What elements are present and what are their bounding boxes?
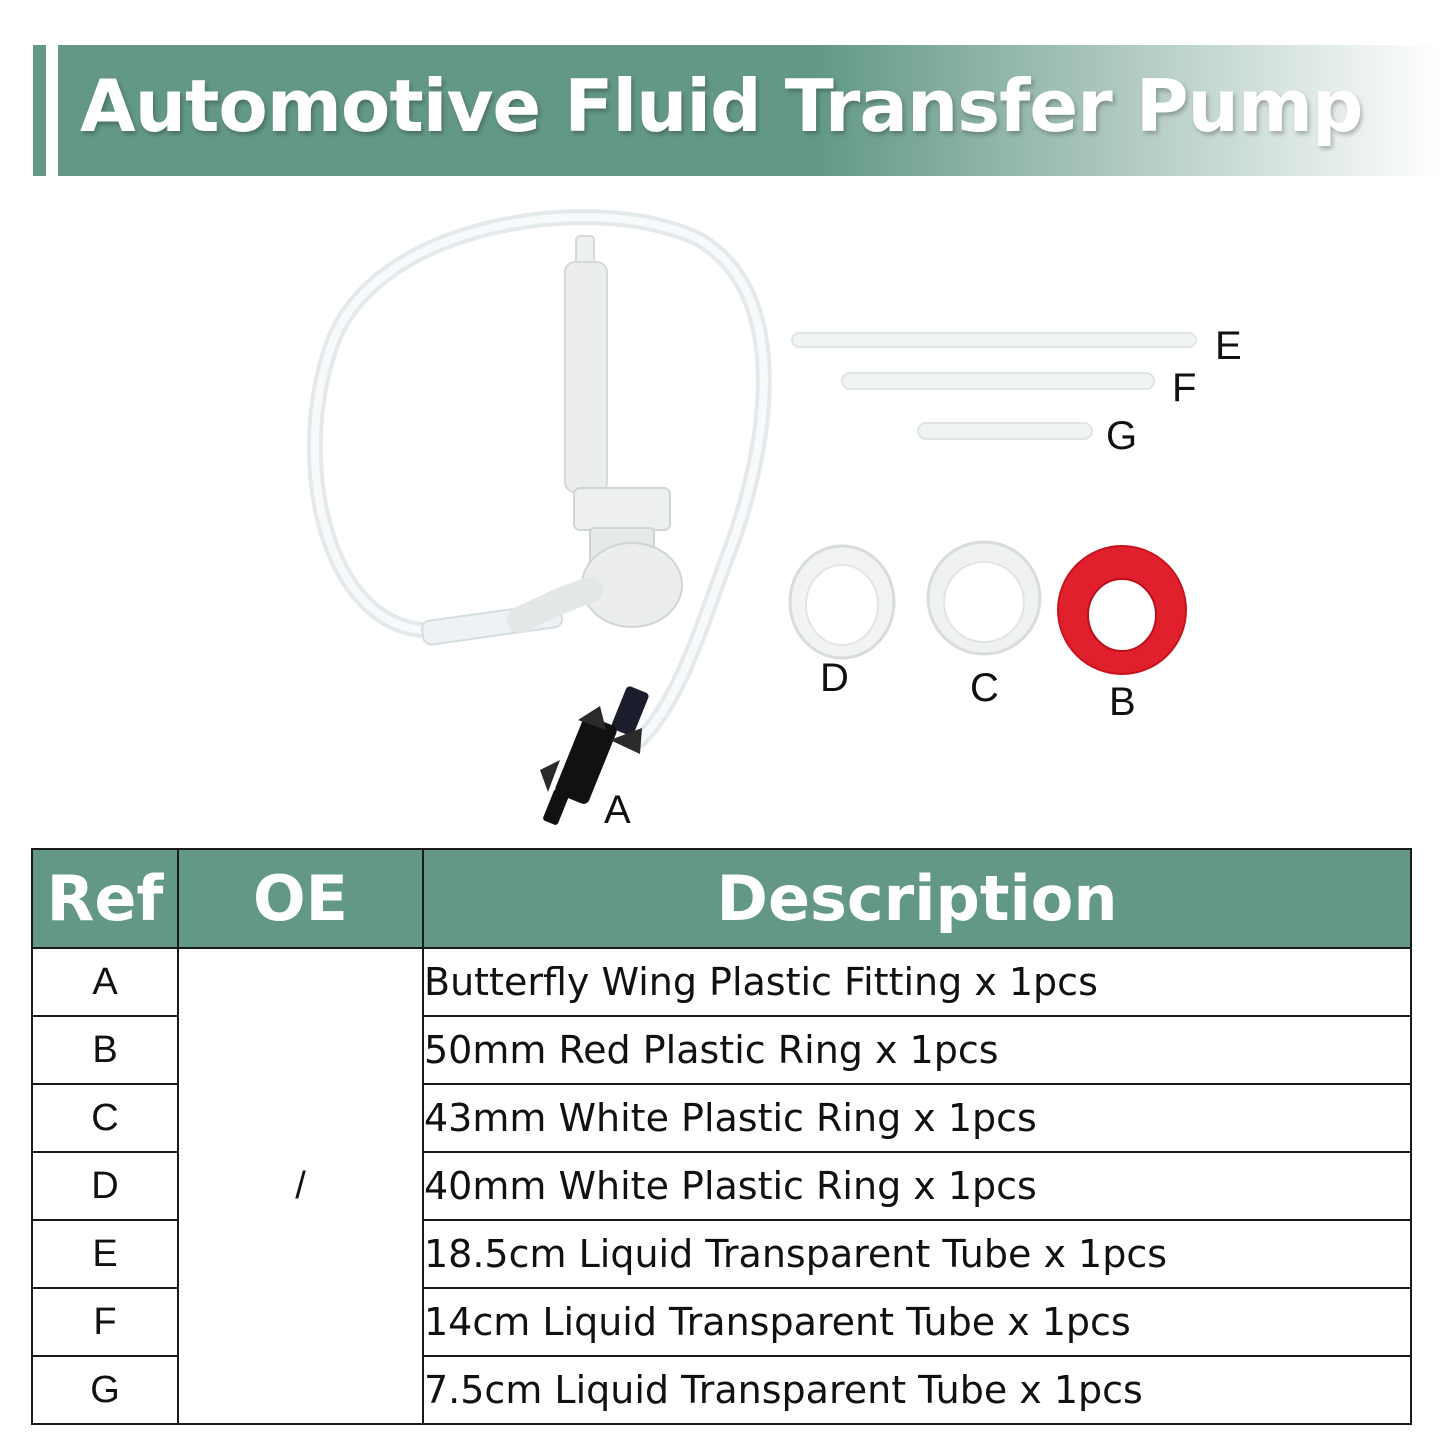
header-description: Description — [422, 848, 1412, 949]
label-b: B — [1109, 680, 1136, 724]
description-cell: 14cm Liquid Transparent Tube x 1pcs — [422, 1287, 1412, 1357]
pump-collar — [573, 487, 671, 531]
tube-f — [841, 372, 1155, 390]
product-illustration: A B C D E F G — [0, 190, 1440, 840]
ref-cell: A — [31, 947, 179, 1017]
header-ref: Ref — [31, 848, 179, 949]
table-row: E 18.5cm Liquid Transparent Tube x 1pcs — [31, 1219, 1412, 1289]
table-row: B 50mm Red Plastic Ring x 1pcs — [31, 1015, 1412, 1085]
description-cell: 40mm White Plastic Ring x 1pcs — [422, 1151, 1412, 1221]
parts-table: Ref OE Description A / Butterfly Wing Pl… — [31, 848, 1412, 1425]
ref-cell: F — [31, 1287, 179, 1357]
ref-cell: E — [31, 1219, 179, 1289]
label-e: E — [1215, 324, 1242, 368]
title-banner — [58, 45, 1440, 176]
loop-tube — [306, 209, 772, 748]
table-header-row: Ref OE Description — [31, 848, 1412, 949]
butterfly-fitting — [555, 716, 617, 804]
label-c: C — [970, 666, 999, 710]
ref-cell: C — [31, 1083, 179, 1153]
description-cell: 18.5cm Liquid Transparent Tube x 1pcs — [422, 1219, 1412, 1289]
header-oe: OE — [177, 848, 424, 949]
label-f: F — [1172, 366, 1197, 410]
ring-c — [926, 540, 1042, 656]
ring-d — [788, 544, 896, 660]
description-cell: 43mm White Plastic Ring x 1pcs — [422, 1083, 1412, 1153]
table-row: A / Butterfly Wing Plastic Fitting x 1pc… — [31, 947, 1412, 1425]
oe-cell: / — [177, 947, 424, 1425]
ref-cell: B — [31, 1015, 179, 1085]
pump-cylinder — [564, 261, 608, 493]
tube-e — [791, 332, 1197, 348]
label-g: G — [1106, 414, 1138, 458]
label-d: D — [820, 656, 849, 700]
table-row: G 7.5cm Liquid Transparent Tube x 1pcs — [31, 1355, 1412, 1425]
ring-b — [1057, 545, 1187, 675]
page-title: Automotive Fluid Transfer Pump — [80, 64, 1363, 148]
table-row: D 40mm White Plastic Ring x 1pcs — [31, 1151, 1412, 1221]
ref-cell: D — [31, 1151, 179, 1221]
table-row: F 14cm Liquid Transparent Tube x 1pcs — [31, 1287, 1412, 1357]
table-row: C 43mm White Plastic Ring x 1pcs — [31, 1083, 1412, 1153]
tube-g — [917, 422, 1093, 440]
label-a: A — [604, 788, 631, 832]
pump-kit-drawing — [306, 209, 1197, 825]
title-accent-bar — [33, 45, 46, 176]
description-cell: Butterfly Wing Plastic Fitting x 1pcs — [422, 947, 1412, 1017]
description-cell: 50mm Red Plastic Ring x 1pcs — [422, 1015, 1412, 1085]
ref-cell: G — [31, 1355, 179, 1425]
description-cell: 7.5cm Liquid Transparent Tube x 1pcs — [422, 1355, 1412, 1425]
